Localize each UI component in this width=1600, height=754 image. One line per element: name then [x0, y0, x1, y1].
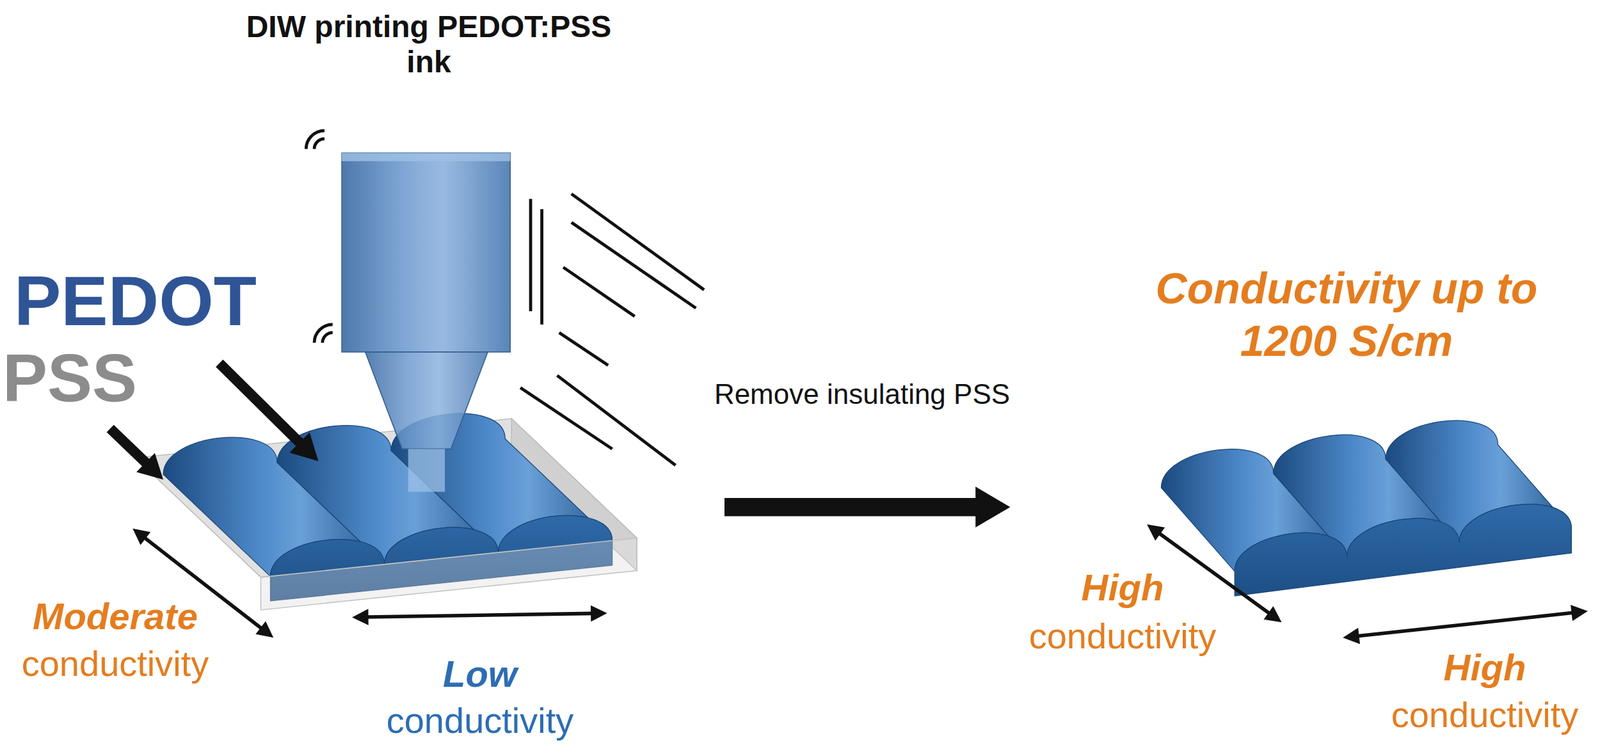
motion-line — [540, 209, 544, 325]
arrow-head — [255, 621, 274, 639]
nozzle-tip — [365, 352, 488, 449]
component-label: PEDOT — [14, 265, 257, 336]
printing-nozzle — [341, 152, 511, 492]
slab-front — [1234, 504, 1572, 596]
arrow-head — [975, 486, 1010, 528]
conductivity-label: conductivity — [368, 700, 592, 742]
conductivity-label: conductivity — [1379, 694, 1591, 736]
arrow-shaft — [366, 613, 593, 617]
arrow-head — [1342, 627, 1360, 644]
arrow-head — [132, 528, 151, 546]
arrow-head — [1570, 604, 1588, 621]
step-label: Remove insulating PSS — [711, 376, 1013, 412]
motion-line — [571, 193, 704, 290]
arrow-head — [1263, 606, 1282, 623]
motion-line — [529, 199, 533, 312]
arrow-head — [1146, 524, 1165, 541]
arrow-head — [289, 432, 319, 462]
motion-line — [557, 375, 676, 466]
arrow-shaft — [1159, 533, 1270, 614]
arrow-shaft — [219, 362, 302, 445]
figure-heading: DIW printing PEDOT:PSS ink — [236, 8, 621, 80]
pointer-arrow — [219, 362, 319, 461]
pointer-arrow — [110, 428, 164, 480]
arrow-shaft — [724, 497, 980, 517]
arrow-head — [136, 453, 164, 480]
motion-line — [571, 222, 697, 309]
vibration-arc — [314, 324, 333, 344]
motion-line — [520, 387, 612, 450]
component-label: PSS — [2, 344, 137, 412]
arrow-shaft — [110, 428, 148, 464]
conductivity-label: conductivity — [1010, 615, 1235, 657]
arrow-head — [590, 605, 608, 623]
arrow-head — [352, 608, 369, 626]
arrow-shaft — [1357, 612, 1574, 637]
pedot-pss-printed-slab — [135, 413, 637, 610]
vibration-arc — [322, 332, 333, 344]
pedot-printed-slab — [1160, 420, 1572, 596]
process-arrow — [724, 486, 1010, 528]
direction-arrow — [1146, 524, 1282, 623]
motion-line — [563, 267, 635, 317]
vibration-arc — [314, 138, 325, 150]
result-label: Conductivity up to 1200 S/cm — [1122, 262, 1571, 367]
pss-layer-front — [261, 538, 638, 610]
conductivity-label: conductivity — [3, 643, 228, 685]
conductivity-level: High — [1388, 646, 1581, 690]
direction-arrow — [1342, 604, 1588, 644]
nozzle-rim — [341, 152, 511, 162]
conductivity-level: High — [1026, 566, 1219, 610]
conductivity-level: Low — [384, 652, 576, 696]
vibration-arc — [305, 130, 325, 150]
nozzle-barrel — [341, 152, 511, 352]
direction-arrow — [352, 605, 608, 626]
ink-filament — [408, 448, 445, 492]
motion-line — [559, 332, 609, 366]
conductivity-level: Moderate — [6, 595, 224, 639]
